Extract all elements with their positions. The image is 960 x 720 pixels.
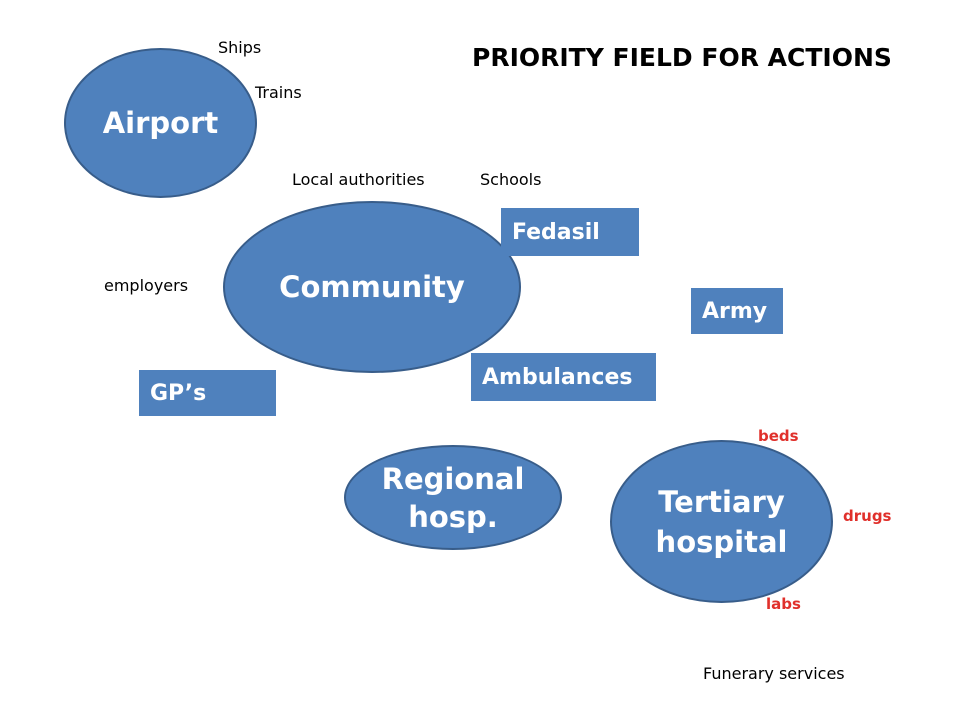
community-label: Community	[279, 270, 465, 304]
labs-label: labs	[766, 595, 801, 613]
airport-node: Airport	[64, 48, 257, 198]
fedasil-label: Fedasil	[512, 219, 600, 245]
ambulances-label: Ambulances	[482, 364, 633, 390]
fedasil-box: Fedasil	[501, 208, 639, 256]
army-box: Army	[691, 288, 783, 334]
trains-label: Trains	[255, 83, 302, 102]
employers-label: employers	[104, 276, 189, 295]
airport-label: Airport	[102, 106, 219, 140]
tertiary-label-line1: Tertiary	[658, 484, 785, 519]
community-node: Community	[223, 201, 521, 373]
beds-label: beds	[758, 427, 799, 445]
page-title: PRIORITY FIELD FOR ACTIONS	[472, 43, 892, 72]
ships-label: Ships	[218, 38, 262, 57]
tertiary-hospital-node: Tertiary hospital	[610, 440, 833, 603]
funerary-services-label: Funerary services	[703, 664, 845, 683]
ambulances-box: Ambulances	[471, 353, 656, 401]
gps-label: GP’s	[150, 380, 207, 406]
schools-label: Schools	[480, 170, 542, 189]
tertiary-label-line2: hospital	[655, 524, 788, 559]
army-label: Army	[702, 298, 768, 324]
local-authorities-label: Local authorities	[292, 170, 425, 189]
drugs-label: drugs	[843, 507, 892, 525]
regional-label-line1: Regional	[381, 461, 525, 496]
regional-hospital-node: Regional hosp.	[344, 445, 562, 550]
regional-label-line2: hosp.	[408, 499, 498, 534]
gps-box: GP’s	[139, 370, 276, 416]
